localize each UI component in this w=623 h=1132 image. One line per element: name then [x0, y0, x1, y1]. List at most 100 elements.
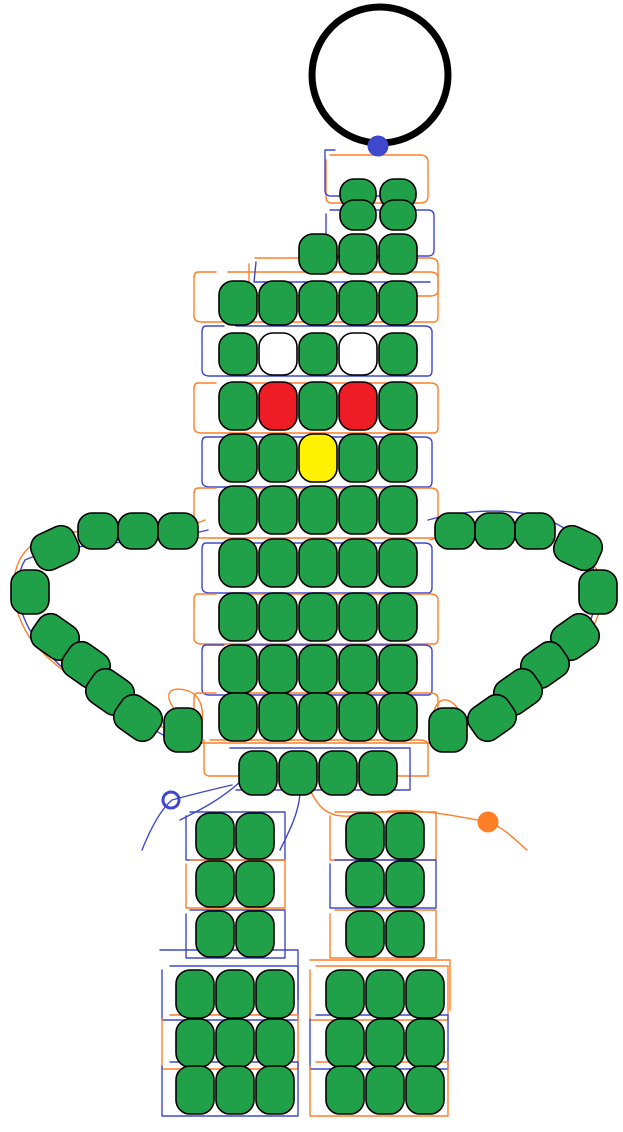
antenna-bead [380, 200, 416, 230]
right-foot-bead [406, 1066, 444, 1114]
head-bead [339, 234, 377, 274]
waist-bead [359, 751, 397, 795]
eye-red-bead [339, 382, 377, 430]
right-foot-bead [366, 1019, 404, 1067]
left-leg-bead [196, 911, 234, 957]
head-bead [339, 434, 377, 482]
left-arm-bead [118, 513, 158, 549]
waist-bead [279, 751, 317, 795]
left-foot-bead [216, 1066, 254, 1114]
right-leg-bead [346, 861, 384, 907]
right-arm-bead [579, 570, 617, 614]
left-leg-bead [236, 813, 274, 859]
key-ring [312, 7, 448, 143]
head-bead [299, 281, 337, 325]
torso-bead [379, 593, 417, 641]
right-foot-bead [406, 970, 444, 1018]
torso-bead [379, 539, 417, 587]
torso-bead [299, 593, 337, 641]
right-arm-bead [549, 521, 607, 575]
right-foot-bead [406, 1019, 444, 1067]
bead-grid [11, 179, 617, 1114]
eye-white-bead [259, 333, 297, 375]
torso-bead [259, 693, 297, 741]
torso-bead [379, 486, 417, 534]
right-arm-bead [435, 513, 475, 549]
torso-bead [219, 693, 257, 741]
nose-bead [299, 434, 337, 482]
left-leg-bead [236, 911, 274, 957]
torso-bead [259, 645, 297, 693]
antenna-bead [340, 200, 376, 230]
left-foot-bead [256, 1019, 294, 1067]
right-arm-bead [475, 513, 515, 549]
head-bead [259, 281, 297, 325]
head-bead [299, 382, 337, 430]
left-foot-bead [176, 1066, 214, 1114]
left-foot-bead [216, 970, 254, 1018]
left-foot-bead [256, 970, 294, 1018]
head-bead [379, 234, 417, 274]
waist-bead [239, 751, 277, 795]
torso-bead [339, 593, 377, 641]
left-arm-bead [158, 513, 198, 549]
thread-a-end-bead [368, 136, 388, 156]
left-foot-bead [176, 970, 214, 1018]
torso-bead [339, 486, 377, 534]
right-leg-bead [386, 861, 424, 907]
eye-red-bead [259, 382, 297, 430]
torso-bead [259, 593, 297, 641]
right-foot-bead [366, 970, 404, 1018]
head-bead [379, 333, 417, 375]
torso-bead [219, 645, 257, 693]
head-bead [379, 434, 417, 482]
head-bead [219, 382, 257, 430]
head-bead [219, 333, 257, 375]
right-leg-bead [346, 911, 384, 957]
torso-bead [219, 539, 257, 587]
torso-bead [299, 645, 337, 693]
eye-white-bead [339, 333, 377, 375]
left-leg-bead [196, 813, 234, 859]
torso-bead [299, 486, 337, 534]
thread-a-loose-end [280, 790, 300, 850]
right-leg-bead [386, 911, 424, 957]
head-bead [259, 434, 297, 482]
right-foot-bead [326, 970, 364, 1018]
torso-bead [219, 486, 257, 534]
torso-bead [299, 539, 337, 587]
right-foot-bead [326, 1019, 364, 1067]
left-arm-bead [26, 521, 84, 575]
torso-bead [339, 693, 377, 741]
left-foot-bead [256, 1066, 294, 1114]
right-leg-bead [386, 813, 424, 859]
right-foot-bead [366, 1066, 404, 1114]
torso-bead [299, 693, 337, 741]
torso-bead [219, 593, 257, 641]
head-bead [339, 281, 377, 325]
left-leg-bead [236, 861, 274, 907]
head-bead [299, 333, 337, 375]
waist-bead [319, 751, 357, 795]
left-leg-bead [196, 861, 234, 907]
head-bead [219, 281, 257, 325]
thread-b-loose-end-bead [478, 812, 498, 832]
head-bead [379, 281, 417, 325]
head-bead [299, 234, 337, 274]
left-arm-bead [164, 708, 202, 752]
torso-bead [339, 645, 377, 693]
torso-bead [339, 539, 377, 587]
right-arm-bead [515, 513, 555, 549]
head-bead [379, 382, 417, 430]
torso-bead [379, 693, 417, 741]
torso-bead [259, 486, 297, 534]
right-arm-bead [429, 708, 467, 752]
left-arm-bead [11, 570, 49, 614]
left-arm-bead [78, 513, 118, 549]
right-leg-bead [346, 813, 384, 859]
left-foot-bead [216, 1019, 254, 1067]
head-bead [219, 434, 257, 482]
torso-bead [259, 539, 297, 587]
right-foot-bead [326, 1066, 364, 1114]
